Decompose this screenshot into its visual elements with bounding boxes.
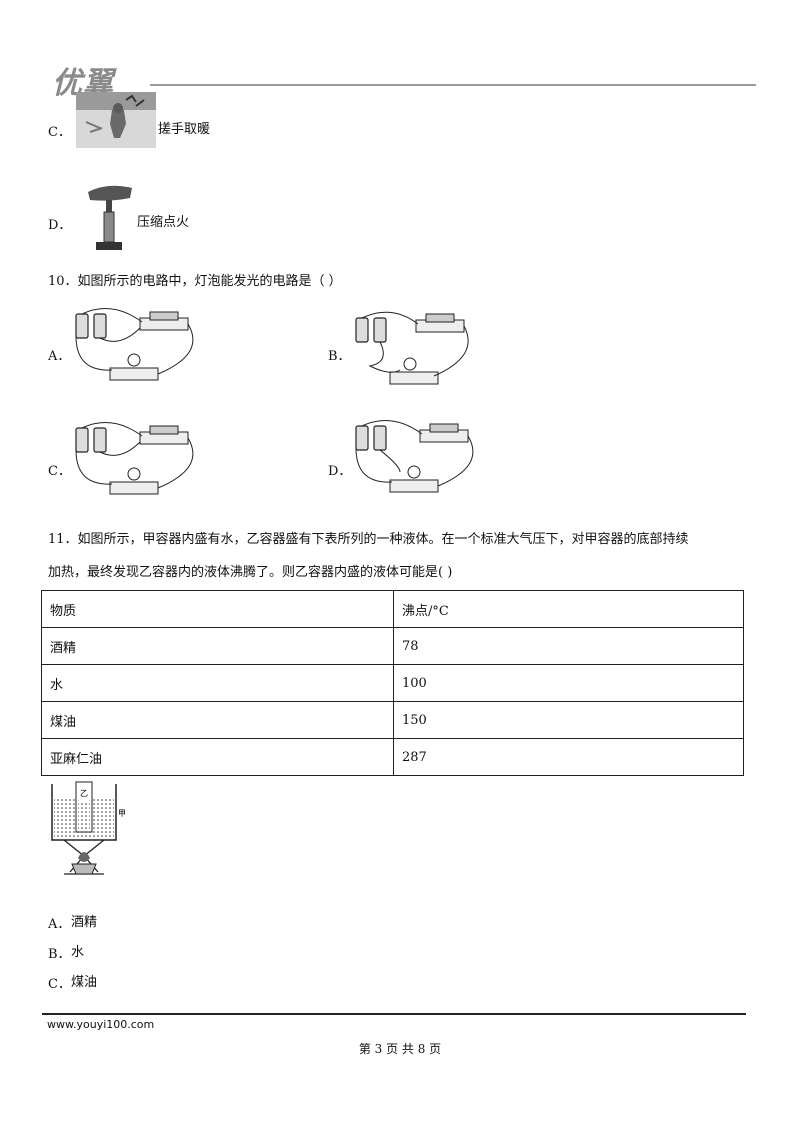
question-10-stem: 10．如图所示的电路中，灯泡能发光的电路是（ ） xyxy=(48,274,342,289)
outer-container-label: 甲 xyxy=(118,809,126,818)
heating-apparatus-image: 乙 甲 xyxy=(51,781,126,875)
question-11-stem-line1: 11．如图所示，甲容器内盛有水，乙容器盛有下表所列的一种液体。在一个标准大气压下… xyxy=(48,532,689,547)
circuit-d-image[interactable] xyxy=(350,418,475,500)
table-header-row: 物质 沸点/°C xyxy=(41,590,744,628)
q11-option-b-text[interactable]: 水 xyxy=(71,945,85,960)
air-piston-fire-image xyxy=(88,185,132,250)
question-11-stem-line2: 加热，最终发现乙容器内的液体沸腾了。则乙容器内盛的液体可能是( ) xyxy=(48,565,453,580)
rubbing-hands-image xyxy=(76,92,156,148)
circuit-b-image[interactable] xyxy=(350,310,470,390)
q11-option-c-letter[interactable]: C． xyxy=(48,977,71,992)
page-number: 第 3 页 共 8 页 xyxy=(358,1042,442,1056)
table-cell: 100 xyxy=(393,664,744,702)
option-d-letter: D． xyxy=(48,218,72,233)
q10-option-d-letter[interactable]: D． xyxy=(328,464,352,479)
circuit-a-image[interactable] xyxy=(70,306,200,388)
table-row: 亚麻仁油 287 xyxy=(41,738,744,776)
table-cell: 78 xyxy=(393,627,744,665)
q11-option-a-letter[interactable]: A． xyxy=(48,917,71,932)
circuit-c-image[interactable] xyxy=(70,420,200,500)
q11-option-a-text[interactable]: 酒精 xyxy=(71,915,98,930)
option-c-letter: C． xyxy=(48,125,71,140)
table-cell: 150 xyxy=(393,701,744,739)
q10-option-a-letter[interactable]: A． xyxy=(48,349,71,364)
table-header-cell: 沸点/°C xyxy=(393,590,744,628)
q11-option-b-letter[interactable]: B． xyxy=(48,947,71,962)
q10-option-c-letter[interactable]: C． xyxy=(48,464,71,479)
option-c-text: 搓手取暖 xyxy=(158,122,211,137)
option-d-text: 压缩点火 xyxy=(137,215,190,230)
table-header-cell: 物质 xyxy=(41,590,394,628)
header-rule xyxy=(150,84,756,86)
boiling-point-table: 物质 沸点/°C 酒精 78 水 100 煤油 150 亚麻仁油 287 xyxy=(41,590,744,776)
q10-option-b-letter[interactable]: B． xyxy=(328,349,351,364)
table-cell: 287 xyxy=(393,738,744,776)
table-cell: 水 xyxy=(41,664,394,702)
table-cell: 煤油 xyxy=(41,701,394,739)
table-row: 水 100 xyxy=(41,664,744,702)
table-cell: 亚麻仁油 xyxy=(41,738,394,776)
table-row: 煤油 150 xyxy=(41,701,744,739)
table-cell: 酒精 xyxy=(41,627,394,665)
footer-url: www.youyi100.com xyxy=(47,1018,155,1031)
inner-container-label: 乙 xyxy=(80,789,88,798)
footer-rule xyxy=(42,1013,746,1015)
table-row: 酒精 78 xyxy=(41,627,744,665)
q11-option-c-text[interactable]: 煤油 xyxy=(71,975,98,990)
